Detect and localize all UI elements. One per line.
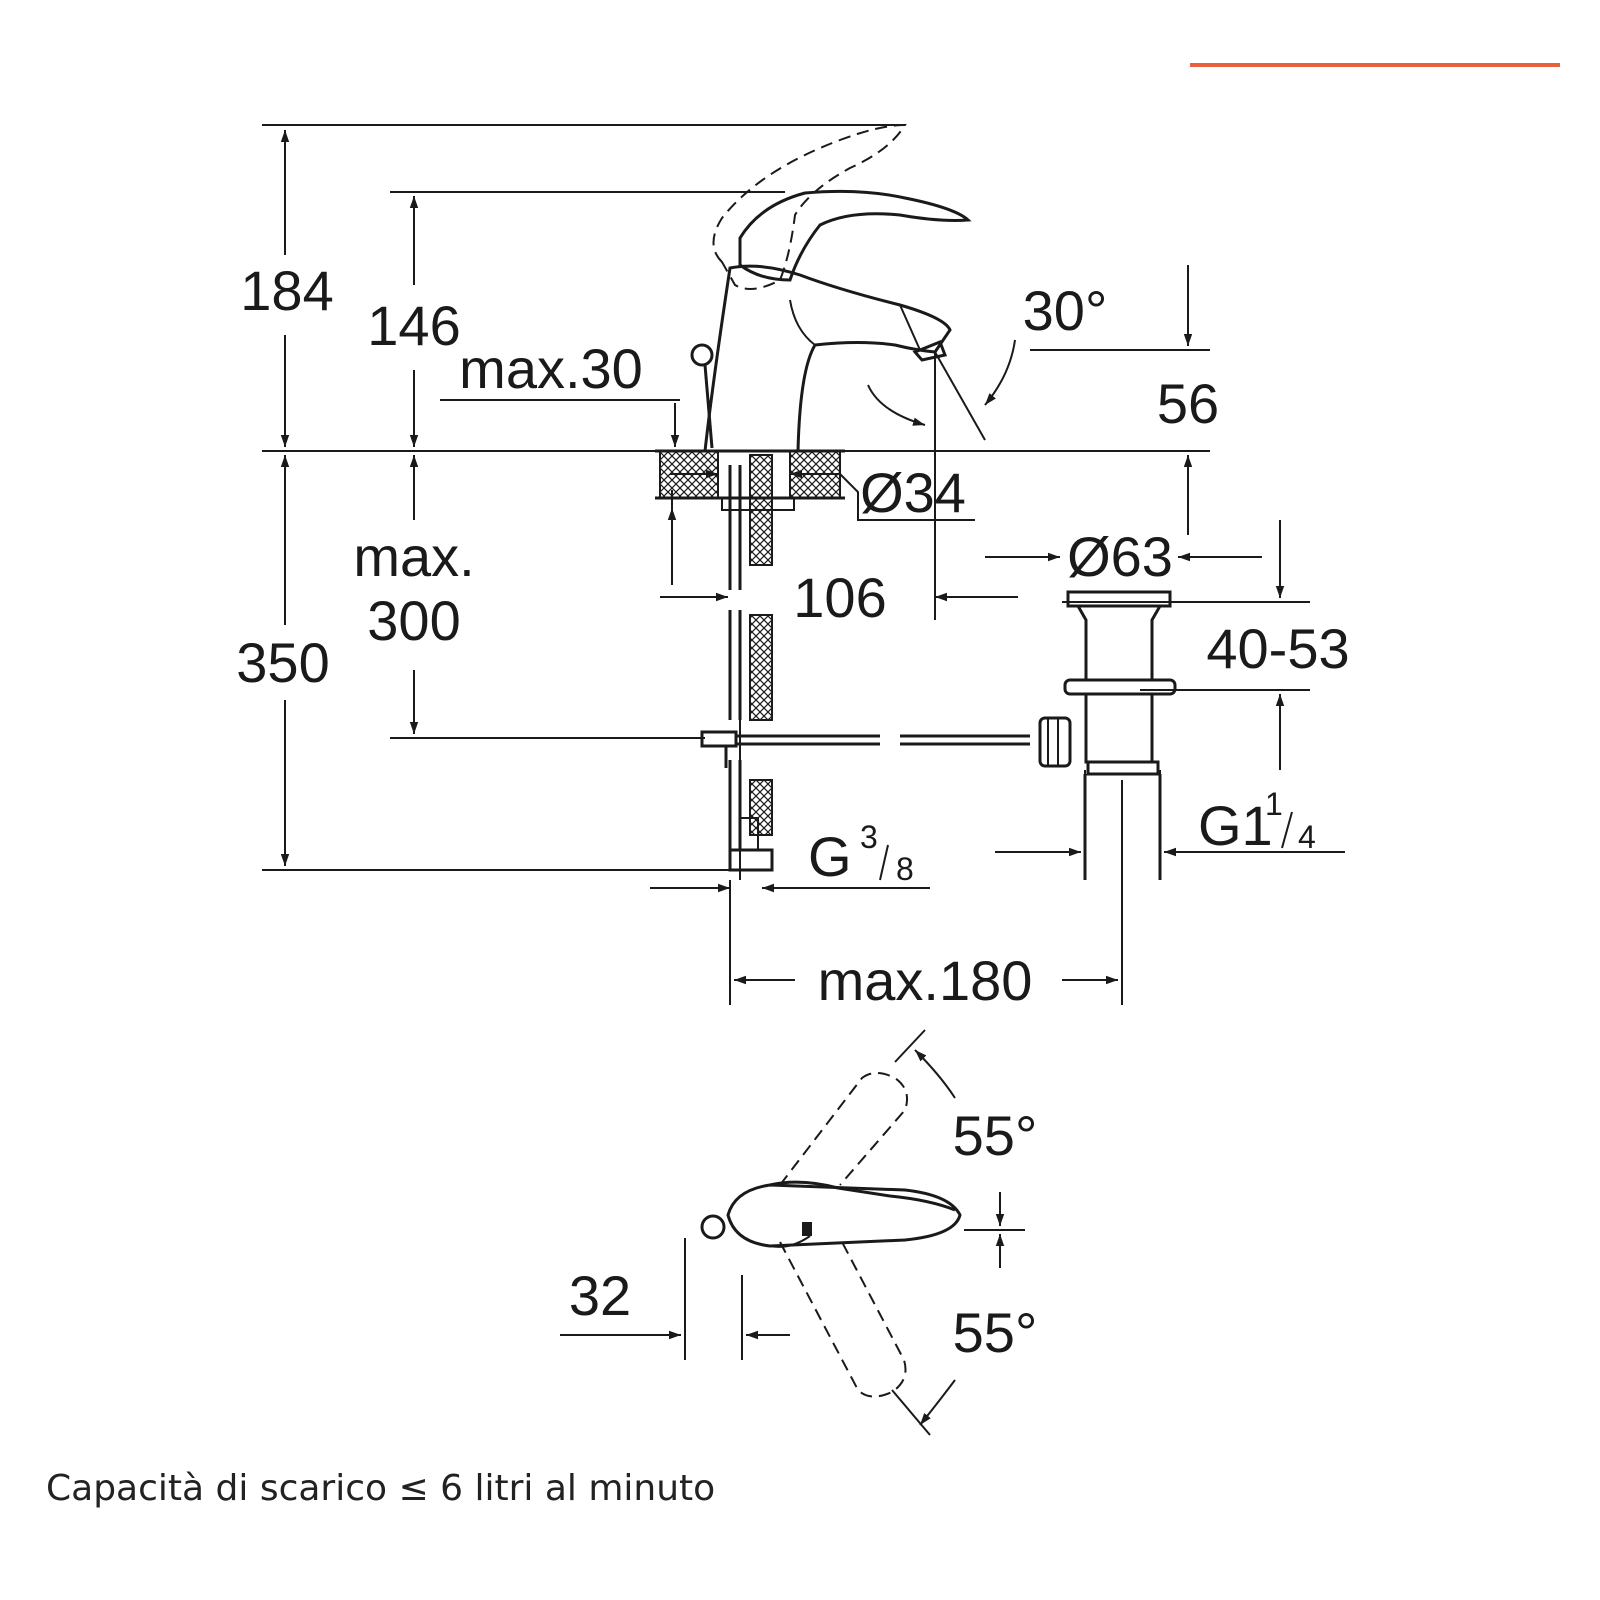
- accent-bar: [1190, 63, 1560, 67]
- faucet-side: [690, 123, 972, 453]
- dim-g38-denominator: 8: [896, 851, 914, 887]
- dim-30deg: 30°: [867, 279, 1108, 441]
- dim-146-label: 146: [367, 294, 460, 357]
- dim-g114-main: G1: [1198, 794, 1273, 857]
- caption: Capacità di scarico ≤ 6 litri al minuto: [46, 1468, 716, 1509]
- dim-max30: max.30: [459, 337, 680, 585]
- side-view: 184 146 max.30 350 max. 300: [236, 123, 1350, 1012]
- dim-55-top: 55°: [894, 1029, 1038, 1226]
- dim-106: 106: [660, 566, 1018, 629]
- dim-max30-label: max.30: [459, 337, 643, 400]
- dim-184-label: 184: [240, 259, 333, 322]
- dim-dia34-label: Ø34: [860, 461, 966, 524]
- supply-hoses: [728, 454, 774, 872]
- dim-max300-label-value: 300: [367, 589, 460, 652]
- dim-max180: max.180: [734, 949, 1118, 1012]
- dim-146: 146: [367, 196, 461, 447]
- dim-max300-label-top: max.: [353, 525, 474, 588]
- dim-g114: G1 1 4: [995, 786, 1345, 857]
- dim-350: 350: [236, 455, 330, 866]
- dim-40-53: 40-53: [1206, 520, 1350, 770]
- dim-350-label: 350: [236, 631, 329, 694]
- dim-g114-numerator: 1: [1265, 786, 1283, 822]
- dim-184: 184: [240, 130, 334, 447]
- dim-g38-numerator: 3: [860, 819, 878, 855]
- dim-g38-main: G: [808, 825, 852, 888]
- dim-30deg-label: 30°: [1023, 279, 1108, 342]
- dim-55-bottom-label: 55°: [953, 1301, 1038, 1364]
- dim-56-label: 56: [1157, 372, 1219, 435]
- dim-32-label: 32: [569, 1264, 631, 1327]
- dim-g114-denominator: 4: [1298, 819, 1316, 855]
- dim-dia63-label: Ø63: [1067, 525, 1173, 588]
- dim-g38: G 3 8: [650, 819, 930, 893]
- popup-rod: [700, 730, 1030, 768]
- dim-55-bottom: 55°: [891, 1234, 1038, 1436]
- dim-max300: max. 300: [353, 455, 475, 734]
- dim-106-label: 106: [793, 566, 886, 629]
- dim-32: 32: [560, 1238, 790, 1360]
- dim-dia63: Ø63: [985, 525, 1262, 588]
- dim-40-53-label: 40-53: [1206, 617, 1349, 680]
- lever-swing-dashed: [779, 1072, 908, 1398]
- dim-56: 56: [1157, 265, 1219, 535]
- dim-max180-label: max.180: [818, 949, 1033, 1012]
- faucet-top: [700, 1180, 1025, 1248]
- top-view: 55° 55° 32: [560, 1029, 1038, 1436]
- waste-valve: [1038, 590, 1177, 880]
- dim-55-top-label: 55°: [953, 1104, 1038, 1167]
